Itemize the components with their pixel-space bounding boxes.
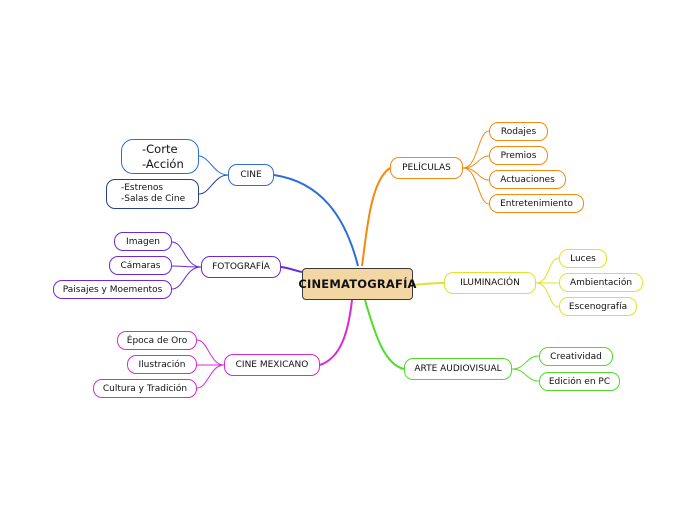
cine-mexicano-child-label: Época de Oro (126, 335, 188, 346)
connector-root-arte (364, 299, 405, 370)
connector-ilu-escenografia (535, 282, 560, 308)
iluminacion-child-luces[interactable]: Luces (559, 249, 607, 268)
connector-root-cine-mexicano (319, 299, 353, 366)
connector-root-cine (273, 174, 359, 267)
connector-pel-premios (462, 155, 490, 169)
connector-foto-imagen (171, 241, 202, 268)
root-node[interactable]: CINEMATOGRAFÍA (298, 268, 416, 300)
fotografia-child-imagen[interactable]: Imagen (114, 232, 172, 251)
branch-fotografia[interactable]: FOTOGRAFÍA (201, 256, 281, 278)
connector-foto-paisajes (171, 266, 202, 290)
branch-cine[interactable]: CINE (228, 164, 274, 186)
branch-cine-mexicano[interactable]: CINE MEXICANO (224, 354, 320, 376)
connector-mex-epoca (196, 339, 225, 366)
arte-audiovisual-child-label: Edición en PC (548, 376, 611, 387)
peliculas-child-label: Premios (500, 150, 537, 161)
cine-child-line: -Salas de Cine (121, 194, 186, 204)
connector-pel-entretenimiento (462, 167, 490, 205)
iluminacion-child-escenografia[interactable]: Escenografía (559, 297, 637, 316)
connector-root-fotografia (280, 266, 303, 273)
connector-cine-estrenos (198, 174, 229, 195)
branch-fotografia-label: FOTOGRAFÍA (212, 262, 270, 272)
cine-child-line: -Acción (142, 156, 184, 171)
branch-peliculas[interactable]: PELÍCULAS (390, 157, 463, 179)
branch-iluminacion-label: ILUMINACIÓN (460, 278, 520, 288)
peliculas-child-label: Actuaciones (500, 174, 555, 185)
iluminacion-child-label: Escenografía (568, 301, 628, 312)
connector-cine-corte (198, 155, 229, 176)
iluminacion-child-label: Ambientación (569, 277, 633, 288)
fotografia-child-label: Cámaras (120, 260, 161, 271)
iluminacion-child-ambientacion[interactable]: Ambientación (559, 273, 643, 292)
cine-mexicano-child-label: Cultura y Tradición (102, 383, 188, 394)
cine-child-line: -Estrenos (121, 182, 164, 193)
branch-iluminacion[interactable]: ILUMINACIÓN (444, 272, 536, 294)
connector-arte-edicion (511, 368, 540, 382)
cine-child-corte-accion[interactable]: -Corte -Acción (121, 139, 199, 174)
branch-arte-audiovisual-label: ARTE AUDIOVISUAL (414, 364, 502, 374)
peliculas-child-rodajes[interactable]: Rodajes (489, 122, 548, 141)
fotografia-child-label: Imagen (126, 236, 160, 247)
fotografia-child-label: Paisajes y Moementos (62, 284, 163, 295)
cine-mexicano-child-label: Ilustración (138, 359, 186, 370)
arte-audiovisual-child-edicion[interactable]: Edición en PC (539, 372, 620, 391)
cine-mexicano-child-ilustracion[interactable]: Ilustración (127, 355, 197, 374)
peliculas-child-premios[interactable]: Premios (489, 146, 548, 165)
cine-child-estrenos-salas[interactable]: -Estrenos -Salas de Cine (106, 179, 199, 209)
peliculas-child-actuaciones[interactable]: Actuaciones (489, 170, 566, 189)
cine-mexicano-child-cultura[interactable]: Cultura y Tradición (93, 379, 197, 398)
arte-audiovisual-child-label: Creatividad (550, 351, 602, 362)
branch-peliculas-label: PELÍCULAS (402, 163, 451, 173)
connector-root-iluminacion (412, 282, 445, 286)
cine-mexicano-child-epoca[interactable]: Época de Oro (117, 331, 197, 350)
fotografia-child-paisajes[interactable]: Paisajes y Moementos (53, 280, 172, 299)
fotografia-child-camaras[interactable]: Cámaras (109, 256, 172, 275)
branch-cine-label: CINE (240, 170, 262, 180)
connector-root-peliculas (361, 167, 391, 267)
iluminacion-child-label: Luces (570, 253, 596, 264)
connector-pel-actuaciones (462, 167, 490, 181)
arte-audiovisual-child-creatividad[interactable]: Creatividad (539, 347, 613, 366)
branch-cine-mexicano-label: CINE MEXICANO (235, 360, 309, 370)
connector-ilu-luces (535, 257, 560, 284)
connector-pel-rodajes (462, 130, 490, 169)
connector-arte-creatividad (511, 355, 540, 370)
cine-child-line: -Corte (142, 142, 178, 157)
branch-arte-audiovisual[interactable]: ARTE AUDIOVISUAL (404, 358, 512, 380)
peliculas-child-entretenimiento[interactable]: Entretenimiento (489, 194, 584, 213)
connector-mex-cultura (196, 364, 225, 389)
peliculas-child-label: Entretenimiento (500, 198, 573, 209)
root-label: CINEMATOGRAFÍA (298, 277, 417, 291)
peliculas-child-label: Rodajes (500, 126, 537, 137)
